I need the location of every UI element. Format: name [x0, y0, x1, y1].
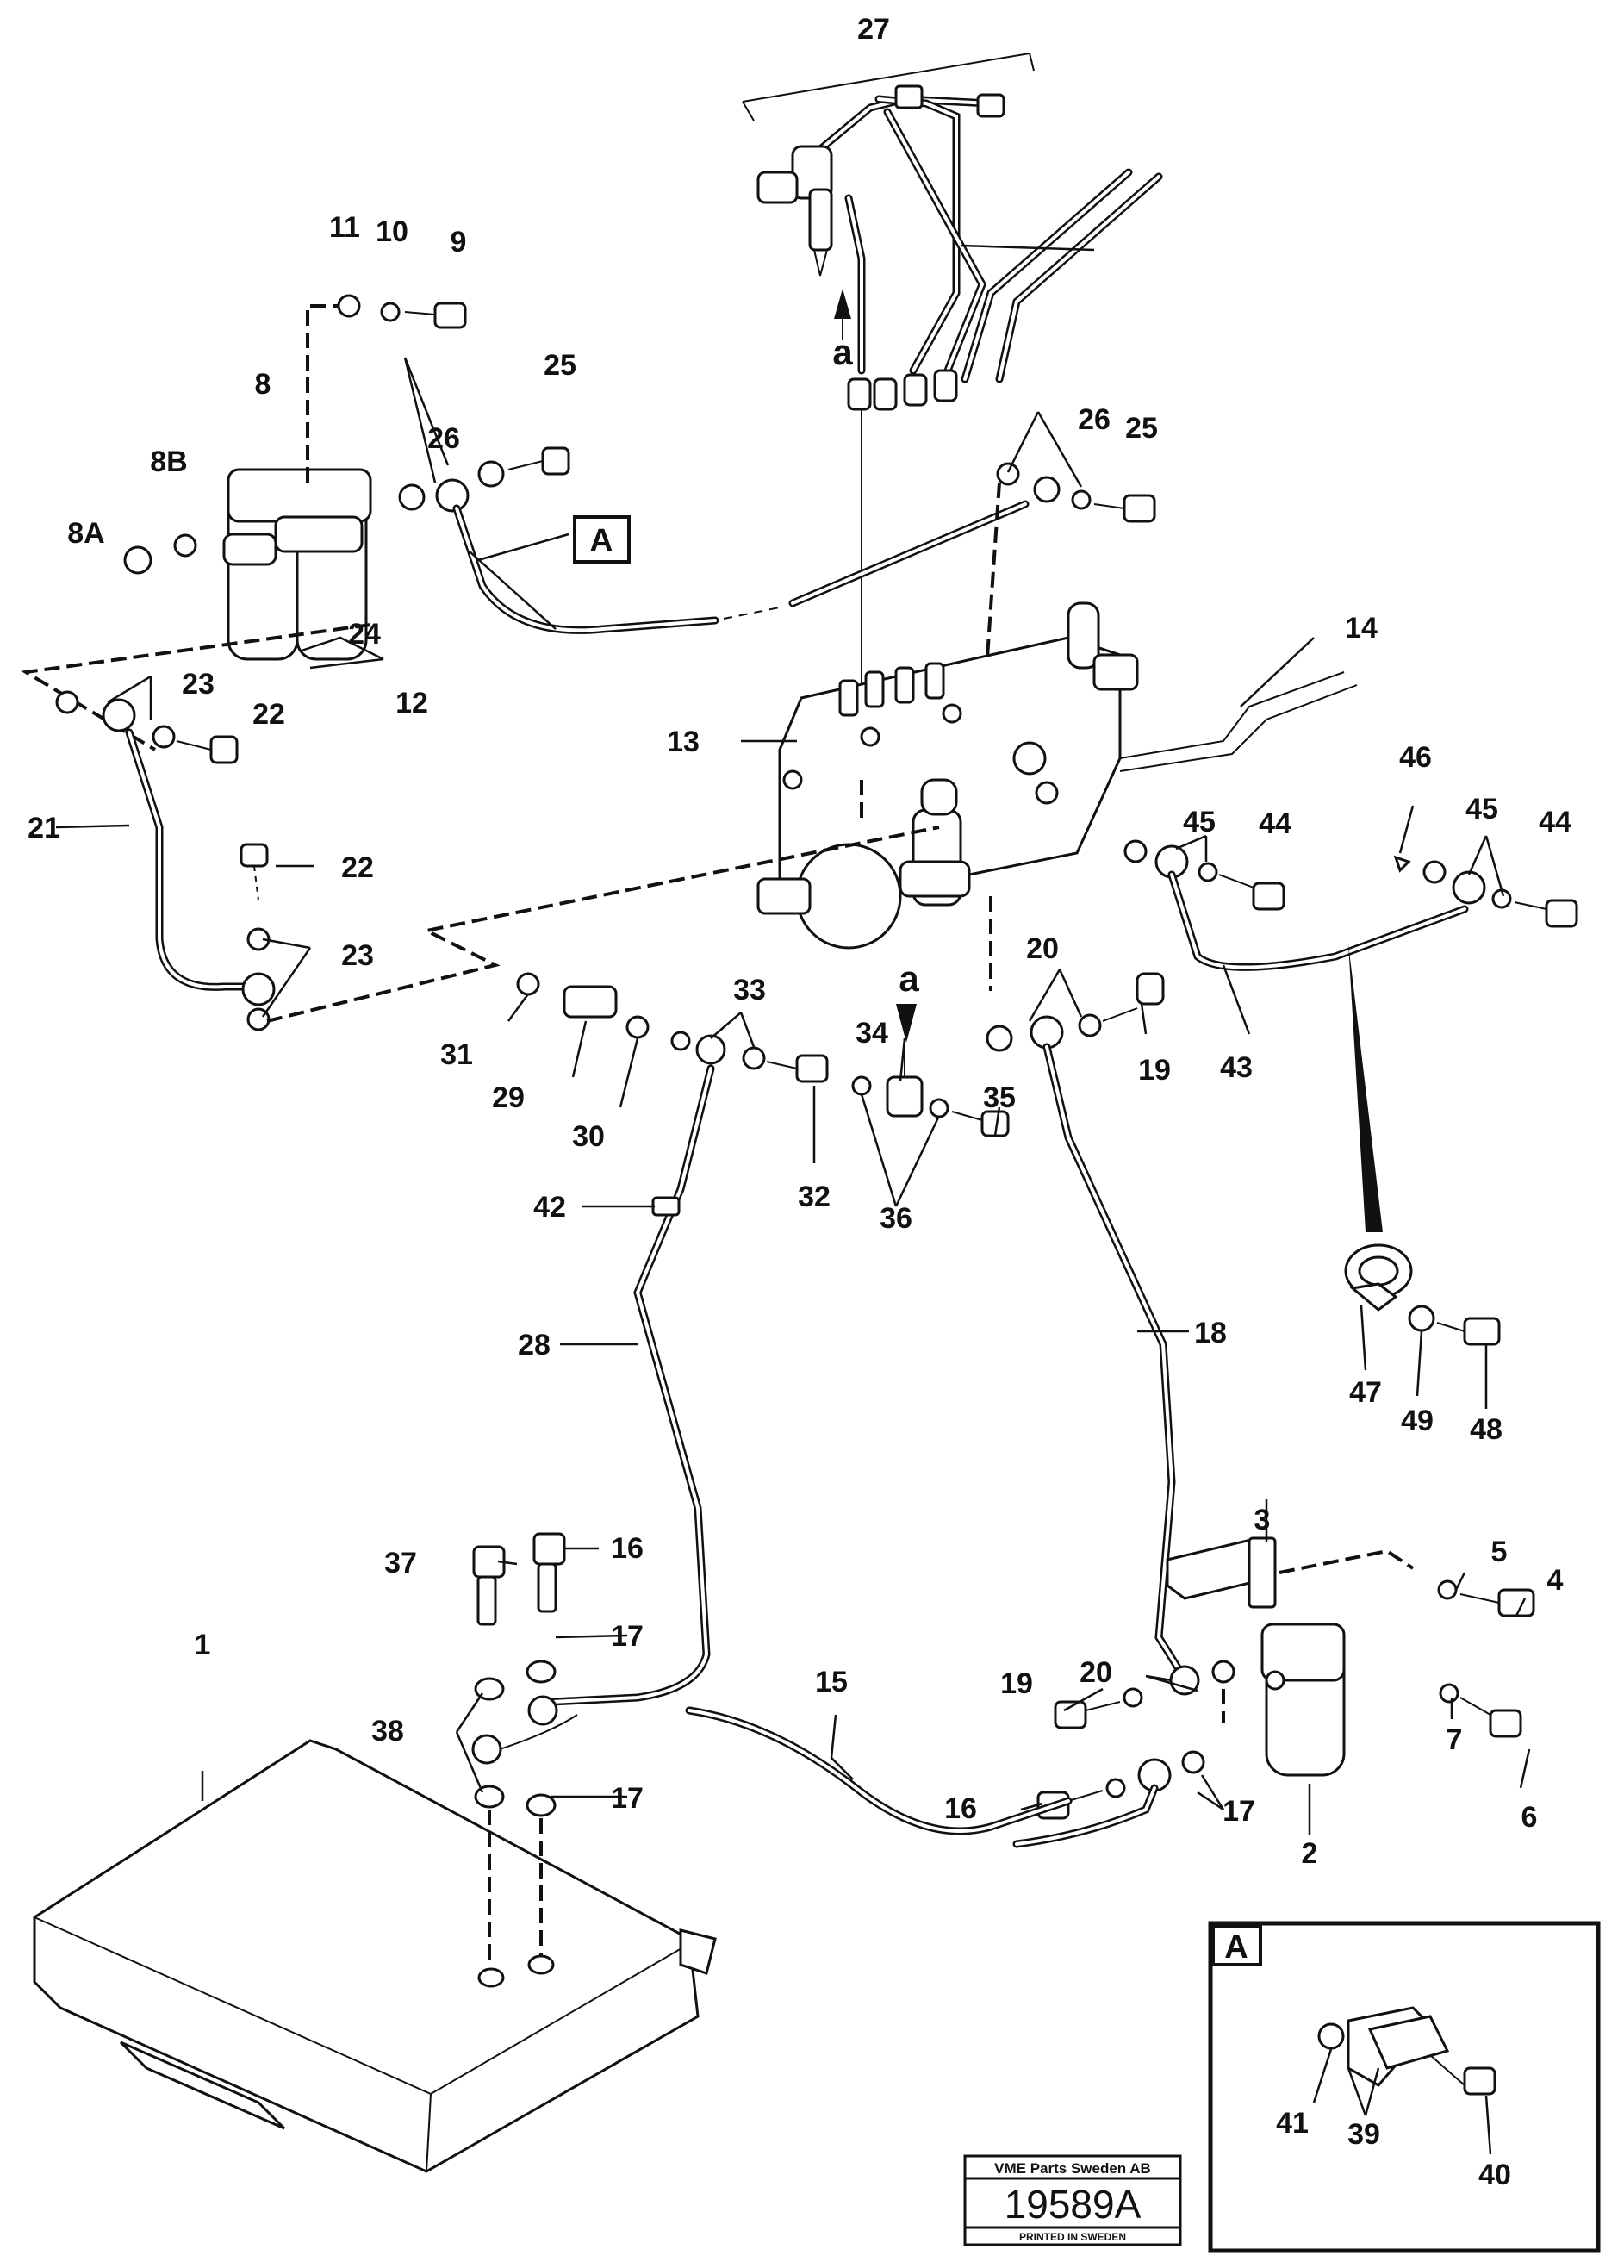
- pipe-21: [55, 690, 940, 1031]
- callout-labels: 27 11 10 9 25 26 8 8B 8A a 26 25 A 24 12…: [28, 13, 1571, 2191]
- callout-25-right: 25: [1125, 412, 1158, 445]
- stamp-text: VME Parts Sweden AB 19589A PRINTED IN SW…: [994, 2160, 1151, 2243]
- callout-20-lower: 20: [1080, 1656, 1112, 1689]
- callout-8: 8: [255, 368, 271, 401]
- callout-23: 23: [182, 668, 215, 701]
- stamp-number: 19589A: [1005, 2182, 1142, 2227]
- callout-33: 33: [733, 974, 766, 1006]
- callout-42: 42: [533, 1191, 566, 1224]
- pipe-18: [986, 972, 1185, 1676]
- fittings-29-36: [516, 972, 1010, 1137]
- detail-a-marker-box: [573, 515, 631, 564]
- callout-43: 43: [1220, 1051, 1253, 1084]
- injector-and-delivery-pipes: [742, 53, 1163, 698]
- callout-31: 31: [440, 1038, 473, 1071]
- pipe-15: [685, 1706, 1159, 1848]
- callout-4: 4: [1547, 1564, 1564, 1597]
- drawing-linework: [21, 53, 1601, 2253]
- callout-32: 32: [798, 1181, 831, 1213]
- detail-a-marker: A: [589, 523, 613, 559]
- callout-2: 2: [1302, 1837, 1318, 1870]
- callout-15: 15: [815, 1666, 848, 1698]
- callout-49: 49: [1401, 1405, 1434, 1437]
- callout-8b: 8B: [150, 446, 187, 478]
- callout-3: 3: [1254, 1504, 1271, 1536]
- callout-19: 19: [1138, 1054, 1171, 1087]
- callout-10: 10: [376, 215, 408, 248]
- callout-19-lower: 19: [1000, 1667, 1033, 1700]
- callout-a-mid: a: [899, 958, 919, 999]
- leader-lines: [55, 244, 1531, 1835]
- callout-22-lower: 22: [341, 851, 374, 884]
- callout-11: 11: [329, 211, 360, 244]
- drawing-stamp: [963, 2154, 1182, 2246]
- callout-16-lower: 16: [944, 1792, 977, 1825]
- callout-44: 44: [1259, 807, 1291, 840]
- callout-37: 37: [384, 1547, 417, 1580]
- callout-45-right: 45: [1465, 793, 1498, 826]
- callout-38: 38: [371, 1715, 404, 1748]
- callout-5: 5: [1491, 1536, 1508, 1568]
- callout-18: 18: [1194, 1317, 1227, 1349]
- callout-22: 22: [252, 698, 285, 731]
- stamp-printed: PRINTED IN SWEDEN: [1019, 2231, 1126, 2243]
- callout-13: 13: [667, 726, 700, 758]
- callout-25: 25: [544, 349, 576, 382]
- pipe-43: [1123, 839, 1578, 1232]
- prefilter-assembly: [1036, 1536, 1535, 1820]
- clip-47: [1344, 1243, 1501, 1346]
- callout-48: 48: [1470, 1413, 1503, 1446]
- callout-27: 27: [857, 13, 890, 46]
- fuel-filter-assembly: [21, 294, 570, 751]
- callout-24: 24: [348, 618, 381, 651]
- callout-28: 28: [518, 1329, 551, 1361]
- callout-12: 12: [395, 687, 428, 720]
- callout-20: 20: [1026, 932, 1059, 965]
- callout-a-top: a: [832, 332, 853, 372]
- callout-23-lower: 23: [341, 939, 374, 972]
- callout-46: 46: [1399, 741, 1432, 774]
- callout-16: 16: [611, 1532, 644, 1565]
- callout-7: 7: [1447, 1723, 1463, 1756]
- fuel-tank: [33, 1532, 717, 2173]
- callout-9: 9: [451, 226, 467, 259]
- callout-17-right: 17: [1223, 1795, 1255, 1828]
- callout-47: 47: [1349, 1376, 1382, 1409]
- stamp-company: VME Parts Sweden AB: [994, 2160, 1151, 2177]
- inset-detail-a: [1208, 1921, 1601, 2253]
- callout-26-right: 26: [1078, 403, 1111, 436]
- callout-17: 17: [611, 1620, 644, 1653]
- callout-45: 45: [1183, 806, 1216, 838]
- pipe-28: [547, 1064, 715, 1706]
- injection-pump: [756, 601, 1358, 991]
- callout-40: 40: [1478, 2159, 1511, 2191]
- callout-36: 36: [880, 1202, 912, 1235]
- callout-35: 35: [983, 1081, 1016, 1114]
- callout-29: 29: [492, 1081, 525, 1114]
- callout-41: 41: [1276, 2107, 1309, 2140]
- callout-39: 39: [1347, 2118, 1380, 2151]
- inset-a-label: A: [1224, 1929, 1248, 1966]
- callout-14: 14: [1345, 612, 1378, 645]
- callout-1: 1: [195, 1629, 211, 1661]
- callout-21: 21: [28, 812, 60, 844]
- callout-6: 6: [1521, 1801, 1538, 1834]
- callout-8a: 8A: [67, 517, 104, 550]
- callout-44-right: 44: [1539, 806, 1571, 838]
- callout-26: 26: [427, 422, 460, 455]
- callout-30: 30: [572, 1120, 605, 1153]
- callout-34: 34: [856, 1017, 888, 1050]
- callout-17-mid: 17: [611, 1782, 644, 1815]
